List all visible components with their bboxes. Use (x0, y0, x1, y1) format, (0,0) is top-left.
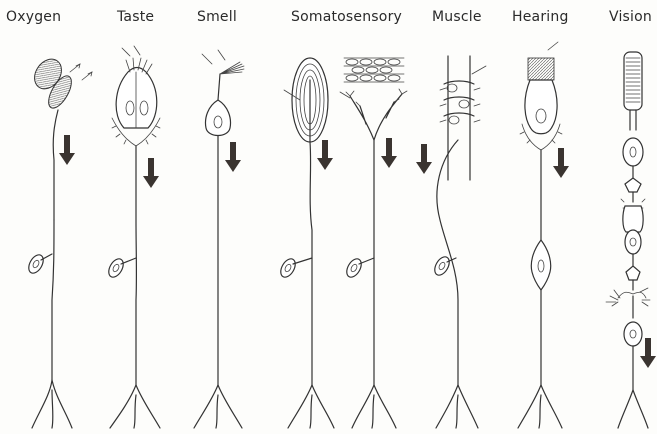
taste-signal-arrow (143, 158, 159, 188)
muscle-signal-arrow (416, 144, 432, 174)
oxygen-signal-arrow (59, 135, 75, 165)
muscle-spindle-receptor (416, 56, 486, 428)
taste-receptor (106, 46, 160, 428)
smell-receptor (194, 50, 244, 428)
vision-receptor-chain (606, 52, 656, 428)
vision-signal-arrow (640, 338, 656, 368)
somatosensory-skin-receptor (340, 58, 407, 428)
somatosensory-signal-arrow-1 (317, 140, 333, 170)
oxygen-receptor (26, 54, 92, 428)
hearing-hair-cell-receptor (518, 42, 569, 428)
smell-signal-arrow (225, 142, 241, 172)
hearing-signal-arrow (553, 148, 569, 178)
somatosensory-signal-arrow-2 (381, 138, 397, 168)
somatosensory-pacinian-receptor (278, 58, 334, 428)
